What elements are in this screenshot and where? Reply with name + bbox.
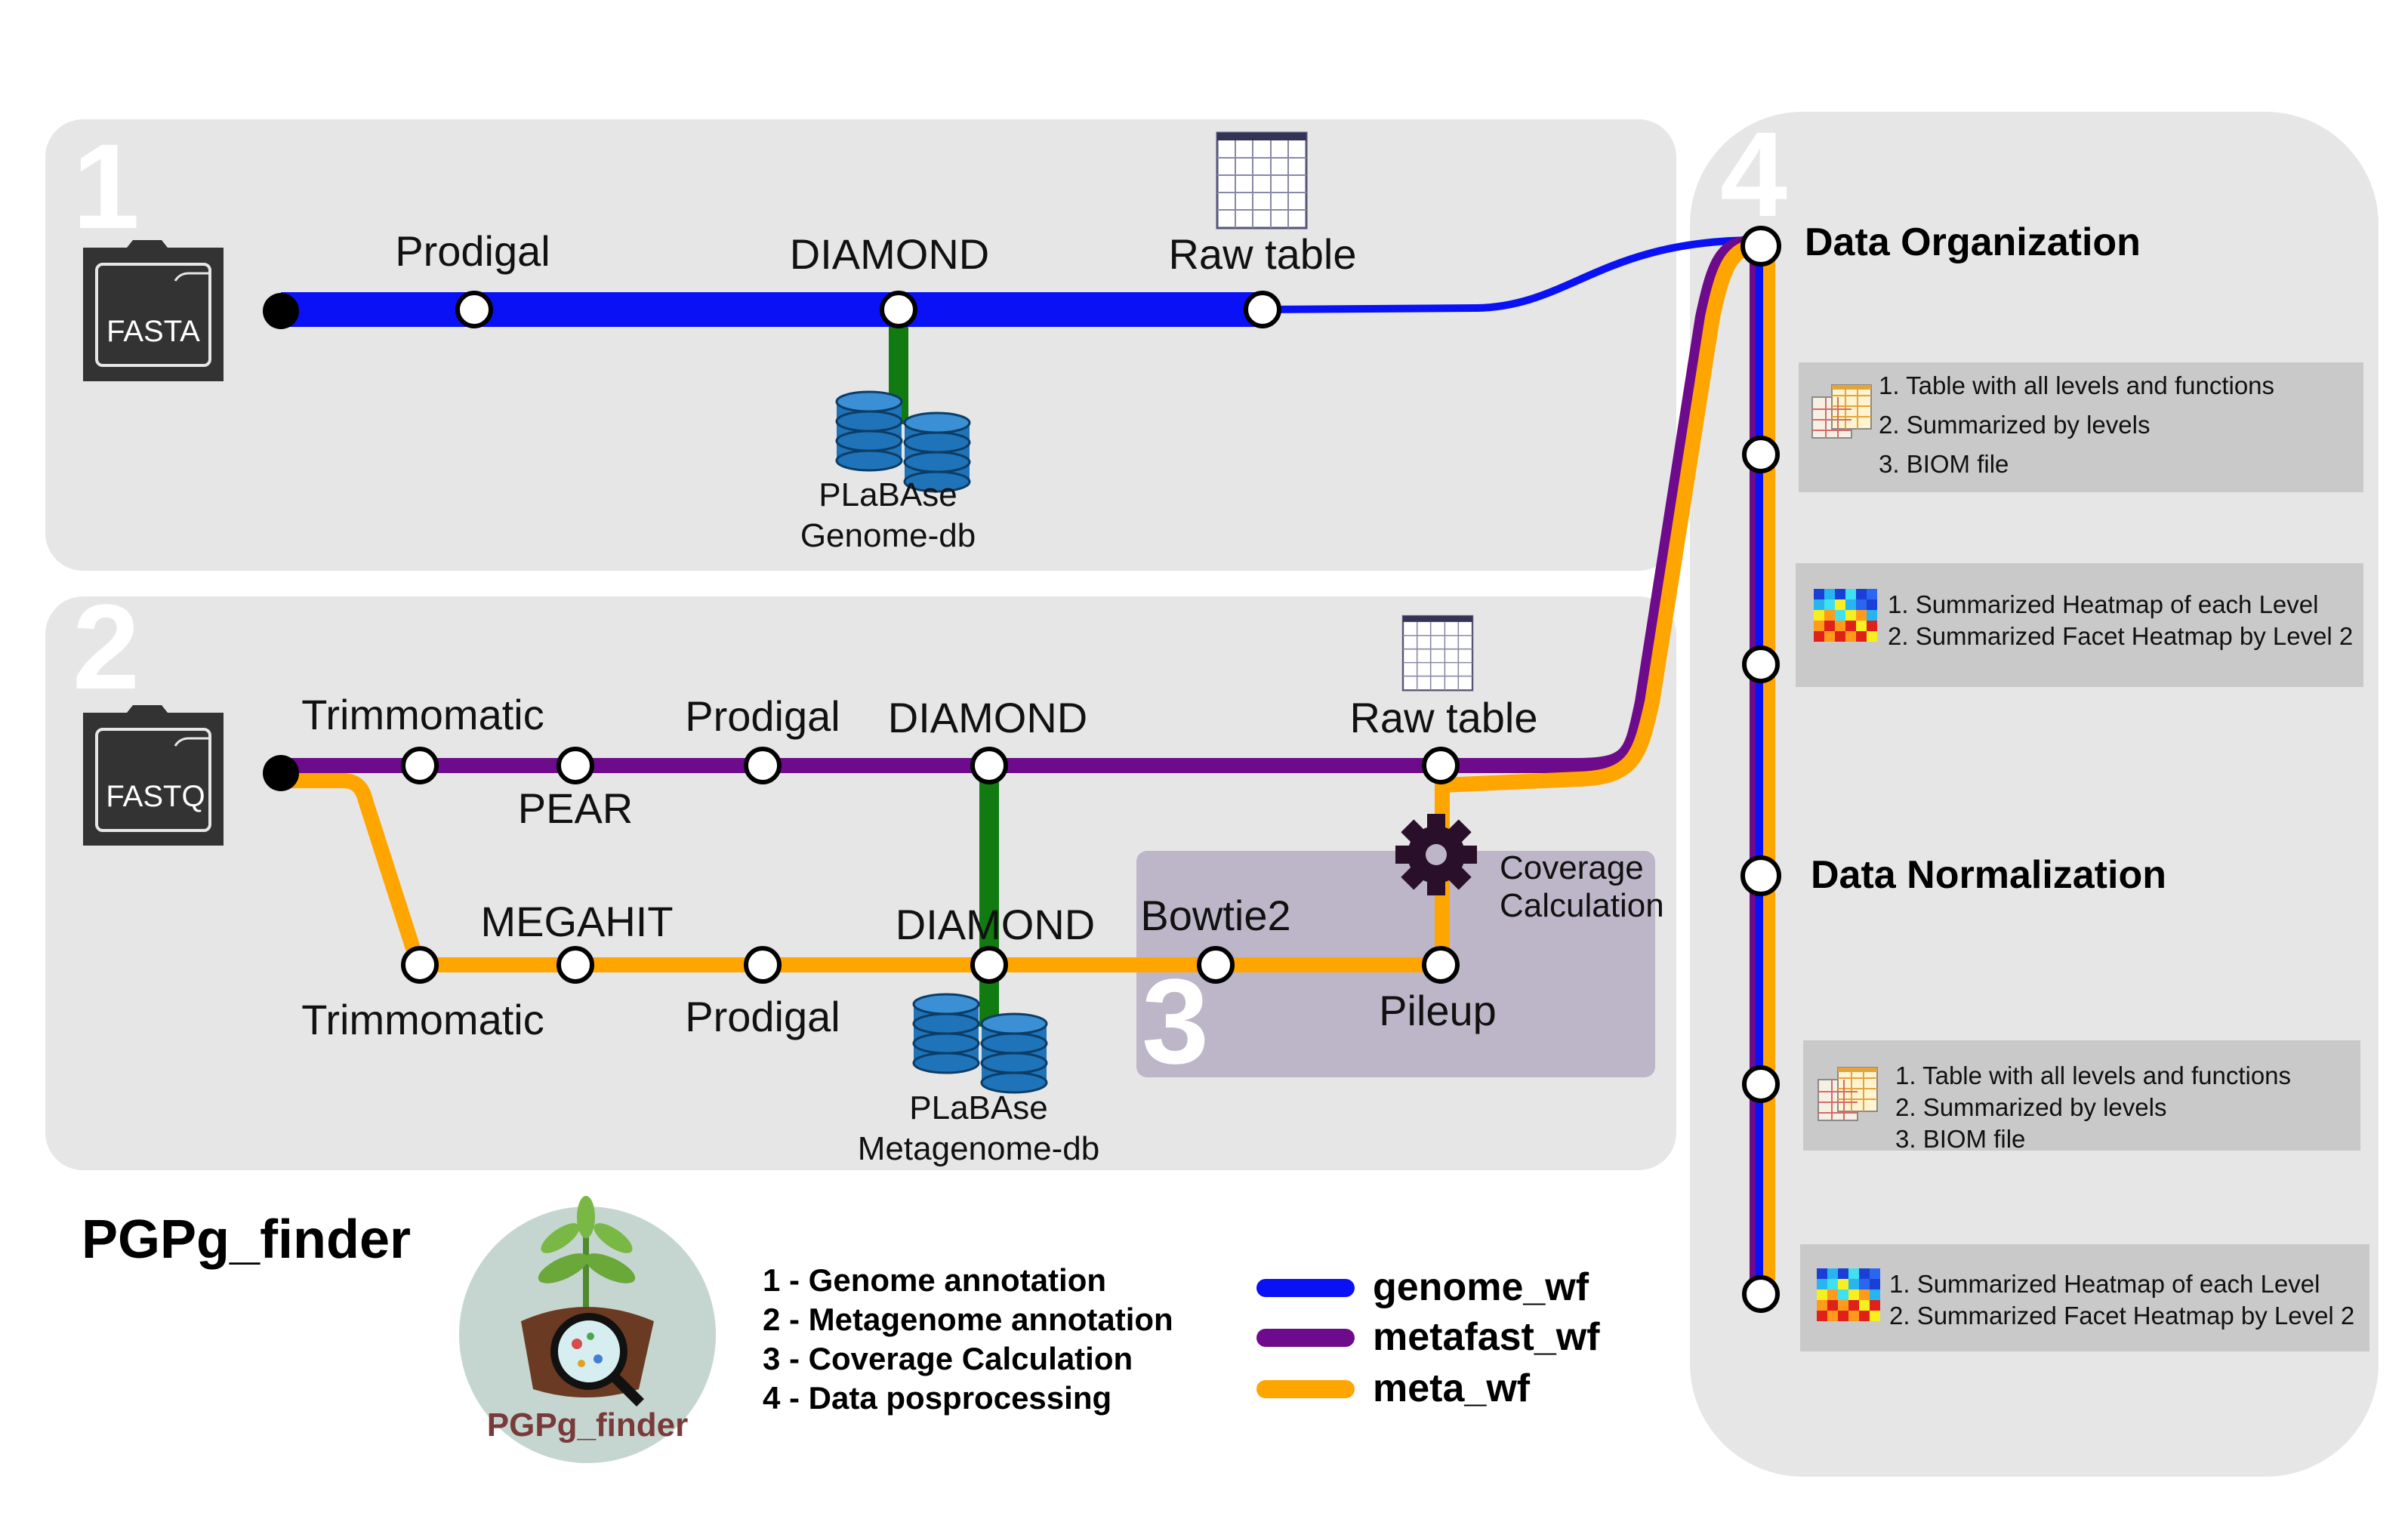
station-bowtie2 <box>1197 946 1235 984</box>
label-prodigal-genome: Prodigal <box>395 227 550 275</box>
heatmap-icon <box>1814 589 1877 642</box>
label-coverage-2: Calculation <box>1500 887 1664 924</box>
station-diamond-bottom <box>970 946 1008 984</box>
legend-meta-wf-label: meta_wf <box>1373 1367 1531 1410</box>
station-pear <box>557 747 594 784</box>
station-raw-table-metagenome <box>1422 747 1460 784</box>
station-prodigal-top <box>744 747 782 784</box>
heatmaps-box-1-line-1: 1. Summarized Heatmap of each Level <box>1888 590 2318 618</box>
genome-wf-connector <box>1260 236 1759 313</box>
fastq-label: FASTQ <box>106 780 205 813</box>
heatmaps-box-2-line-1: 1. Summarized Heatmap of each Level <box>1889 1270 2320 1298</box>
label-diamond-genome: DIAMOND <box>790 230 989 278</box>
coverage-gear-icon <box>1395 814 1477 895</box>
station-tables-1 <box>1742 436 1780 473</box>
panel-number-2: 2 <box>72 579 140 714</box>
station-trimmomatic-bottom <box>401 946 439 984</box>
station-data-normalization <box>1740 855 1781 896</box>
heatmaps-box-2: 1. Summarized Heatmap of each Level 2. S… <box>1800 1244 2369 1351</box>
label-plabase-metagenome-db-1: PLaBAse <box>909 1089 1047 1126</box>
station-tables-2 <box>1742 1065 1780 1103</box>
tables-box-2: 1. Table with all levels and functions 2… <box>1803 1040 2360 1153</box>
fasta-label: FASTA <box>106 315 200 348</box>
raw-table-genome-icon <box>1216 131 1308 230</box>
heatmaps-box-1: 1. Summarized Heatmap of each Level 2. S… <box>1796 563 2363 687</box>
station-heatmaps-2 <box>1742 1275 1780 1313</box>
data-normalization-title: Data Normalization <box>1811 853 2166 897</box>
tables-box-2-line-2: 2. Summarized by levels <box>1895 1093 2166 1121</box>
label-trimmomatic-bottom: Trimmomatic <box>301 996 544 1043</box>
meta-wf-line <box>281 239 1759 972</box>
station-prodigal-bottom <box>744 946 782 984</box>
label-plabase-genome-db-2: Genome-db <box>800 517 976 554</box>
label-trimmomatic-top: Trimmomatic <box>301 691 544 738</box>
label-raw-table-metagenome: Raw table <box>1349 694 1537 741</box>
heatmaps-box-1-line-2: 2. Summarized Facet Heatmap by Level 2 <box>1888 622 2353 650</box>
tables-box-2-line-1: 1. Table with all levels and functions <box>1895 1062 2291 1089</box>
legend-step-1: 1 - Genome annotation <box>763 1262 1106 1298</box>
metafast-wf-line <box>281 236 1753 773</box>
data-organization-title: Data Organization <box>1805 220 2141 264</box>
label-bowtie2: Bowtie2 <box>1140 892 1290 939</box>
label-pileup: Pileup <box>1379 987 1497 1034</box>
station-pileup <box>1422 946 1460 984</box>
label-raw-table-genome: Raw table <box>1168 230 1356 278</box>
tables-box-1-line-1: 1. Table with all levels and functions <box>1879 371 2274 399</box>
label-plabase-genome-db-1: PLaBAse <box>819 476 957 513</box>
legend-genome-wf-label: genome_wf <box>1373 1265 1589 1309</box>
label-prodigal-bottom: Prodigal <box>685 993 840 1040</box>
station-data-organization <box>1740 226 1781 267</box>
station-prodigal-genome <box>455 291 493 328</box>
legend-metafast-wf-label: metafast_wf <box>1373 1315 1600 1359</box>
label-megahit: MEGAHIT <box>480 898 673 945</box>
station-trimmomatic-top <box>401 747 439 784</box>
metagenome-start-dot <box>263 755 299 791</box>
tables-box-1-line-3: 3. BIOM file <box>1879 450 2009 478</box>
fastq-folder-icon: FASTQ <box>83 705 224 846</box>
station-raw-table-genome <box>1244 291 1281 328</box>
tables-box-2-line-3: 3. BIOM file <box>1895 1125 2025 1153</box>
label-plabase-metagenome-db-2: Metagenome-db <box>858 1130 1099 1167</box>
genome-start-dot <box>263 293 299 329</box>
station-heatmaps-1 <box>1742 646 1780 683</box>
app-title: PGPg_finder <box>82 1209 411 1270</box>
legend-step-3: 3 - Coverage Calculation <box>763 1341 1133 1376</box>
label-diamond-top: DIAMOND <box>888 694 1087 741</box>
panel-number-3: 3 <box>1142 954 1209 1089</box>
panel-number-1: 1 <box>72 119 140 254</box>
panel-genome-annotation <box>45 119 1676 571</box>
heatmap-icon <box>1817 1268 1880 1321</box>
label-diamond-bottom: DIAMOND <box>896 901 1095 948</box>
logo-text: PGPg_finder <box>487 1407 689 1444</box>
label-coverage-1: Coverage <box>1500 849 1644 886</box>
raw-table-metagenome-icon <box>1401 615 1474 692</box>
station-diamond-genome <box>880 291 917 328</box>
tables-box-1: 1. Table with all levels and functions 2… <box>1799 362 2363 492</box>
fasta-folder-icon: FASTA <box>83 240 224 381</box>
legend-step-4: 4 - Data posprocessing <box>763 1380 1112 1416</box>
station-megahit <box>557 946 594 984</box>
heatmaps-box-2-line-2: 2. Summarized Facet Heatmap by Level 2 <box>1889 1302 2354 1330</box>
label-prodigal-top: Prodigal <box>685 692 840 740</box>
pgpg-finder-logo: PGPg_finder <box>459 1196 716 1463</box>
tables-box-1-line-2: 2. Summarized by levels <box>1879 411 2150 439</box>
legend-step-2: 2 - Metagenome annotation <box>763 1302 1173 1337</box>
label-pear: PEAR <box>518 784 634 832</box>
panel-number-4: 4 <box>1720 106 1787 242</box>
station-diamond-top <box>970 747 1008 784</box>
